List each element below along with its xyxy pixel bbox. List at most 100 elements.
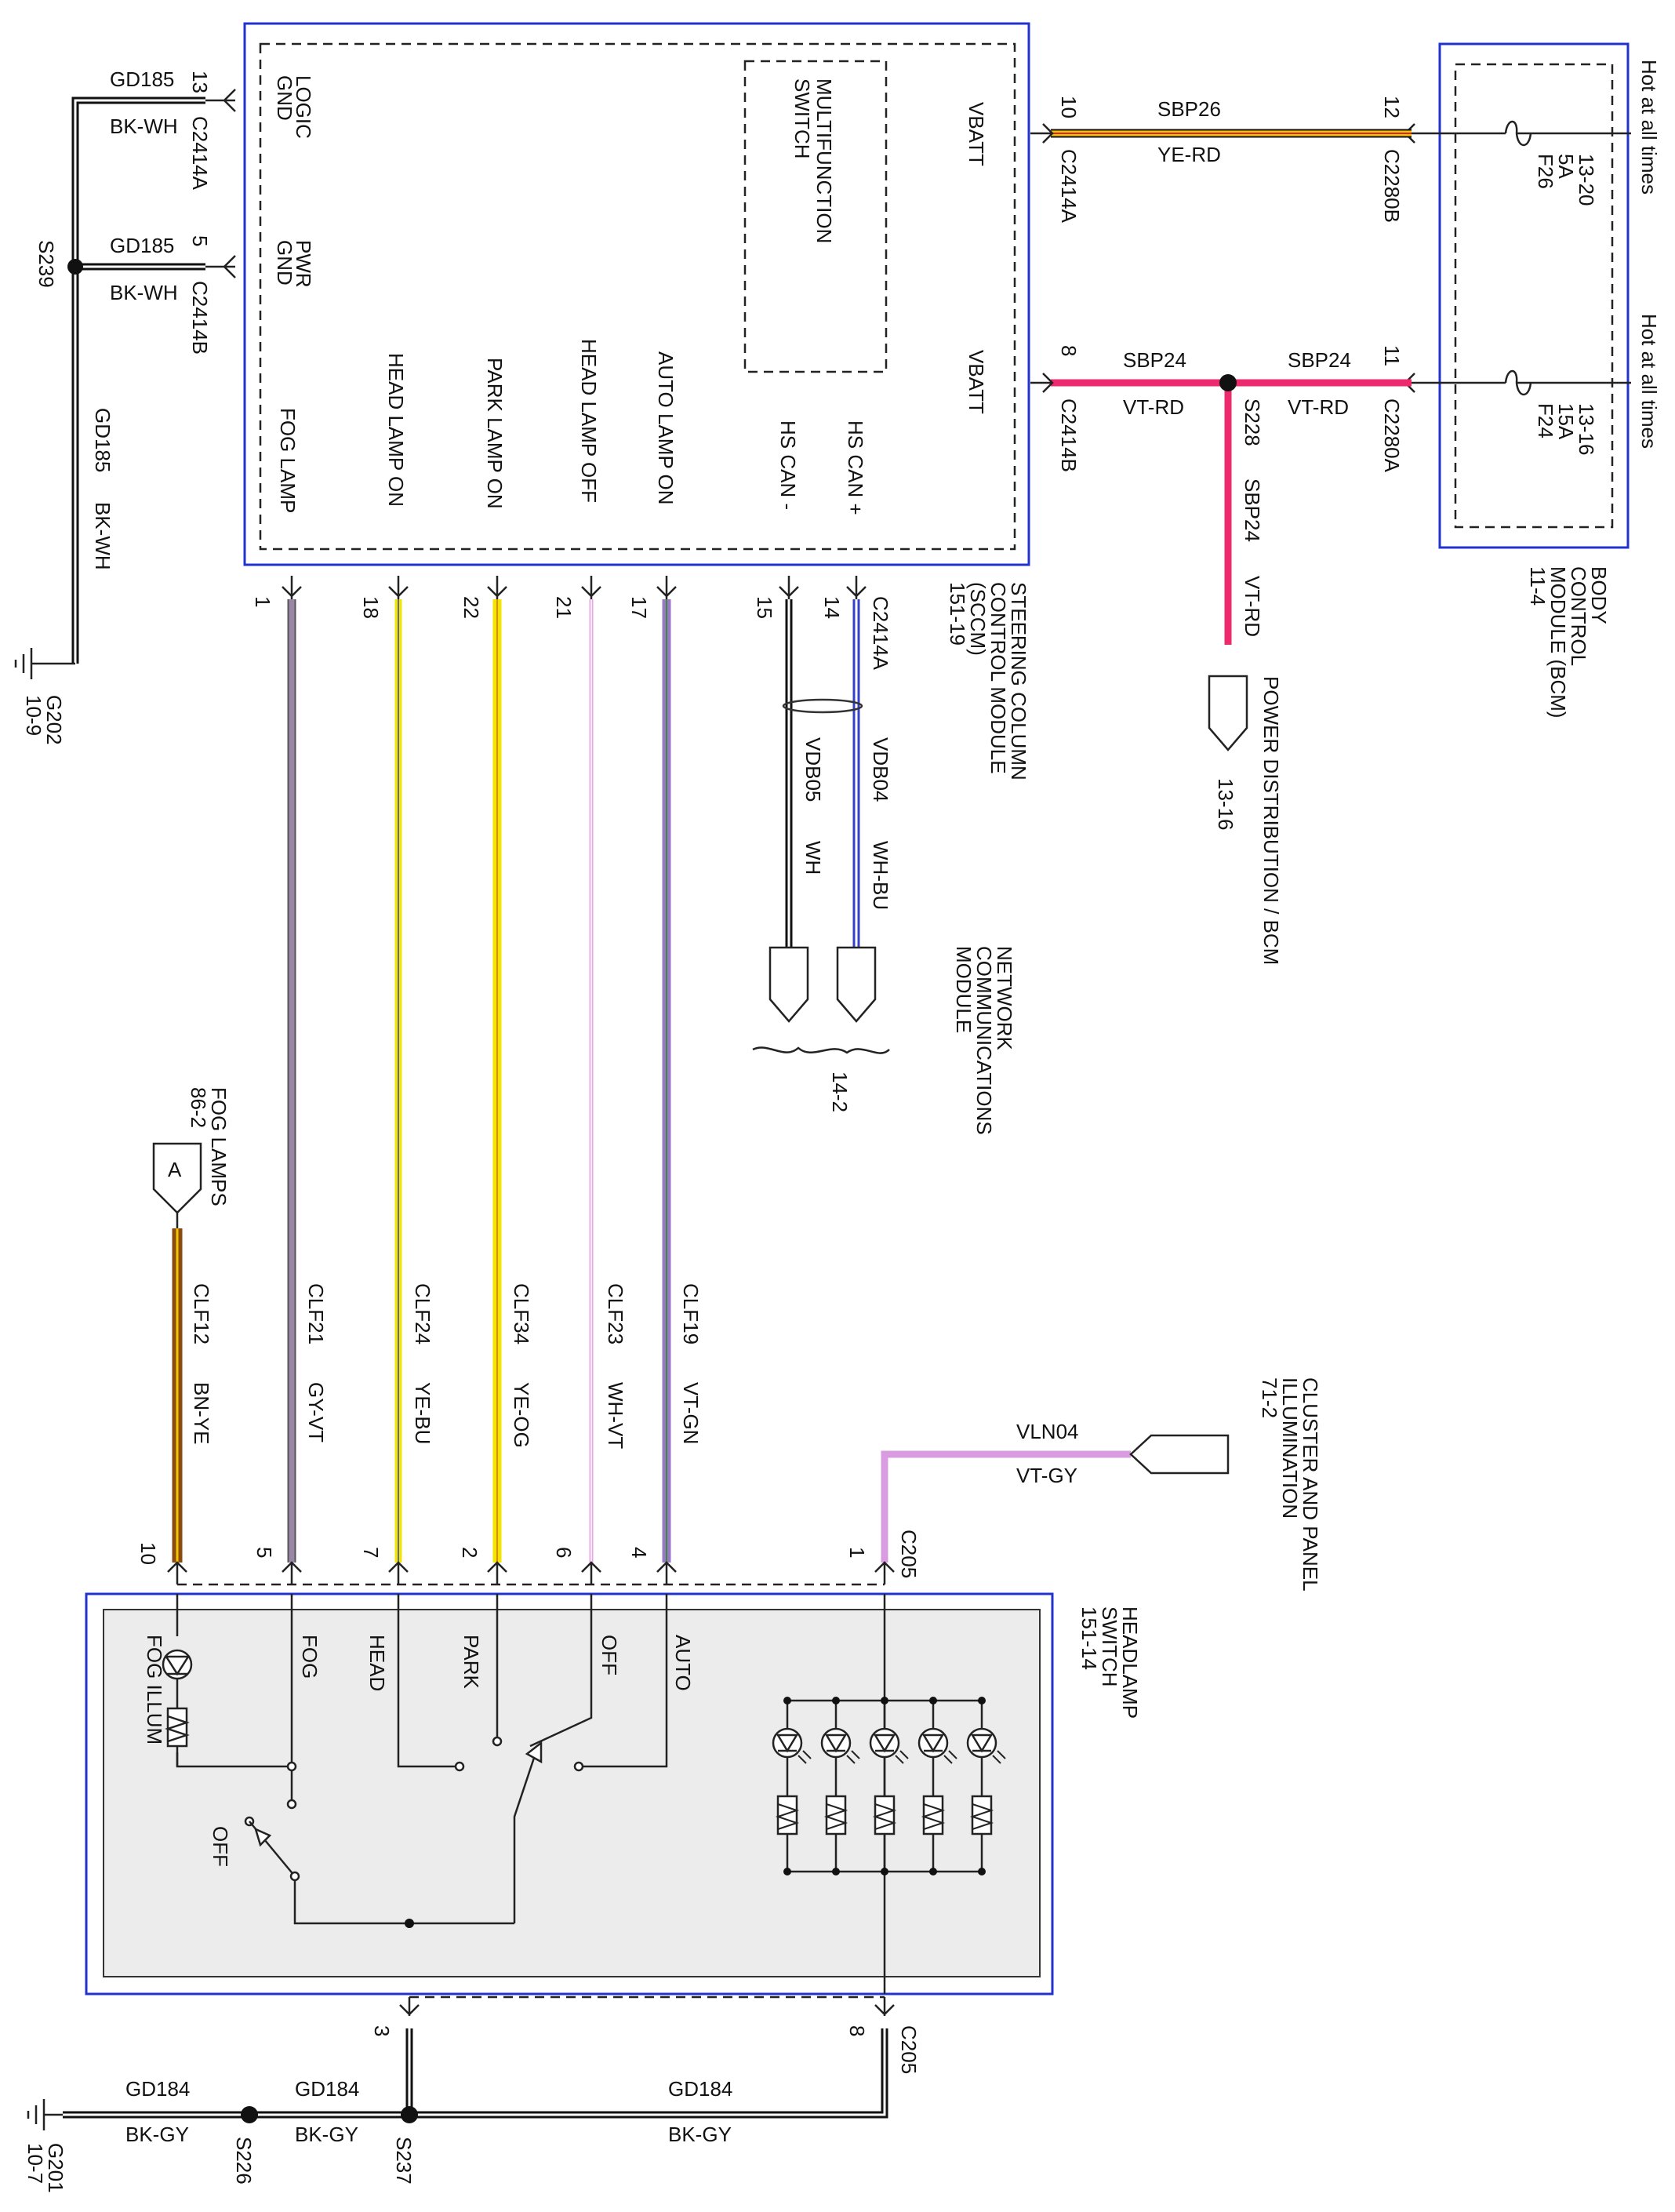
- cluster-illum-label: CLUSTER AND PANEL ILLUMINATION 71-2: [1258, 1377, 1322, 1596]
- splice-s237: S237: [392, 2137, 416, 2185]
- gd185-ground-wire: [14, 89, 236, 679]
- gd184-color-1: BK-GY: [125, 2123, 189, 2146]
- pin-1: 1: [251, 596, 274, 607]
- fog-lamps-label: FOG LAMPS 86-2: [187, 1087, 231, 1212]
- clf23-color: WH-VT: [604, 1382, 627, 1449]
- headlamp-switch-name: HEADLAMP SWITCH 151-14: [1077, 1606, 1142, 1724]
- clf12-color: BN-YE: [190, 1382, 213, 1444]
- gd184-circuit-2: GD184: [295, 2077, 359, 2101]
- switch-pin-1: 1: [845, 1547, 869, 1558]
- switch-fog-illum-label: FOG ILLUM: [143, 1635, 166, 1744]
- ground-g201: G201 10-7: [24, 2143, 67, 2199]
- sccm-pin-hs-can-minus: HS CAN -: [776, 420, 800, 510]
- vdb05-circuit: VDB05: [801, 737, 825, 802]
- switch-head-label: HEAD: [365, 1635, 389, 1691]
- gd184-circuit-1: GD184: [125, 2077, 190, 2101]
- sbp24-circuit-right: SBP24: [1288, 348, 1351, 372]
- switch-pin-8: 8: [845, 2025, 869, 2036]
- switch-pin-4: 4: [627, 1547, 651, 1558]
- gd185-color-2: BK-WH: [110, 281, 178, 304]
- splice-s226: S226: [232, 2137, 256, 2185]
- switch-park-label: PARK: [460, 1635, 483, 1690]
- clf23-circuit: CLF23: [604, 1283, 627, 1344]
- pin-18: 18: [359, 596, 383, 619]
- vdb04-circuit: VDB04: [869, 737, 892, 802]
- sccm-switch-wires: [152, 576, 677, 1563]
- clf21-circuit: CLF21: [304, 1283, 328, 1344]
- sbp24-vert-circuit: SBP24: [1241, 478, 1264, 542]
- clf34-circuit: CLF34: [510, 1283, 533, 1344]
- network-ref: 14-2: [828, 1071, 852, 1112]
- switch-pin-7: 7: [359, 1547, 383, 1558]
- sbp24-color-right: VT-RD: [1288, 395, 1349, 419]
- headlamp-switch: [85, 1561, 1054, 1996]
- hot-at-all-times-2: Hot at all times: [1637, 314, 1661, 449]
- clf24-color: YE-BU: [411, 1382, 434, 1444]
- sbp24-circuit-left: SBP24: [1123, 348, 1186, 372]
- multifunction-switch-label: MULTIFUNCTION SWITCH: [790, 78, 836, 249]
- sccm-pin-logic-gnd-label: LOGIC GND: [273, 75, 315, 144]
- sbp26-color: YE-RD: [1157, 143, 1221, 166]
- sccm-pin-head-lamp-off: HEAD LAMP OFF: [577, 339, 601, 503]
- vln04-wire: [881, 1434, 1230, 1563]
- sccm-pin-10: 10: [1057, 96, 1081, 118]
- gd184-color-2: BK-GY: [295, 2123, 358, 2146]
- pin-15: 15: [753, 596, 776, 619]
- gd184-ground-wire: [27, 1996, 895, 2130]
- gd185-vertical-color: BK-WH: [91, 502, 114, 570]
- vln04-circuit: VLN04: [1016, 1420, 1079, 1443]
- pin-21: 21: [552, 596, 576, 619]
- switch-pin-6: 6: [552, 1547, 576, 1558]
- vdb05-color: WH: [801, 841, 825, 875]
- sbp26-wire: [1030, 123, 1412, 144]
- bcm-name: BODY CONTROL MODULE (BCM) 11-4: [1526, 566, 1611, 724]
- bcm-module: [1438, 42, 1630, 549]
- sccm-pin-park-lamp-on: PARK LAMP ON: [483, 358, 507, 509]
- gd185-label-2: GD185: [110, 234, 174, 257]
- sccm-pin-hs-can-plus: HS CAN +: [844, 420, 867, 515]
- sccm-pin-5: 5: [188, 235, 212, 246]
- pin-14: 14: [820, 596, 844, 619]
- pin-17: 17: [627, 596, 651, 619]
- power-distribution-label: POWER DISTRIBUTION / BCM: [1259, 676, 1283, 965]
- clf19-color: VT-GN: [679, 1382, 703, 1444]
- hot-at-all-times-1: Hot at all times: [1637, 60, 1661, 195]
- sbp24-wire: [1030, 373, 1412, 751]
- sccm-pin-pwr-gnd-label: PWR GND: [273, 240, 315, 293]
- illum-led-branch: [966, 1697, 1006, 1875]
- sccm-pin-head-lamp-on: HEAD LAMP ON: [384, 353, 408, 507]
- fog-lamp-connector-letter: A: [168, 1158, 182, 1181]
- power-distribution-ref: 13-16: [1214, 778, 1237, 831]
- switch-off-label: OFF: [598, 1635, 621, 1675]
- illum-led-branch: [917, 1697, 957, 1875]
- sccm-module: [243, 22, 1030, 566]
- bcm-pin-11: 11: [1380, 345, 1404, 366]
- gd185-color-1: BK-WH: [110, 115, 178, 138]
- fuse-f26-info: F26 5A 13-20: [1534, 154, 1598, 206]
- switch-pin-10: 10: [136, 1542, 160, 1565]
- connector-c2414a-bottom: C2414A: [869, 596, 892, 671]
- clf12-circuit: CLF12: [190, 1283, 213, 1344]
- led-branches: [772, 1697, 1006, 1875]
- hs-can-wires: [752, 576, 890, 1054]
- connector-c205-bottom: C205: [897, 2025, 921, 2074]
- connector-c2414a-right: C2414A: [1057, 149, 1081, 224]
- bcm-pin-12: 12: [1380, 96, 1404, 118]
- vdb04-color: WH-BU: [869, 841, 892, 910]
- pin-22: 22: [460, 596, 483, 619]
- illum-led-branch: [869, 1697, 909, 1875]
- gd185-label-1: GD185: [110, 67, 174, 91]
- multifunction-switch-box: [743, 60, 888, 373]
- clf19-circuit: CLF19: [679, 1283, 703, 1344]
- sbp26-circuit: SBP26: [1157, 97, 1221, 121]
- connector-c2414b-left: C2414B: [188, 281, 212, 355]
- clf34-color: YE-OG: [510, 1382, 533, 1448]
- connector-c2280a: C2280A: [1380, 398, 1404, 473]
- sbp24-vert-color: VT-RD: [1241, 576, 1264, 637]
- illum-led-branch: [772, 1697, 812, 1875]
- sccm-outline: [243, 22, 1030, 566]
- vln04-color: VT-GY: [1016, 1464, 1077, 1487]
- sccm-vbatt-1: VBATT: [965, 102, 988, 166]
- clf24-circuit: CLF24: [411, 1283, 434, 1344]
- connector-c205-top: C205: [897, 1530, 921, 1578]
